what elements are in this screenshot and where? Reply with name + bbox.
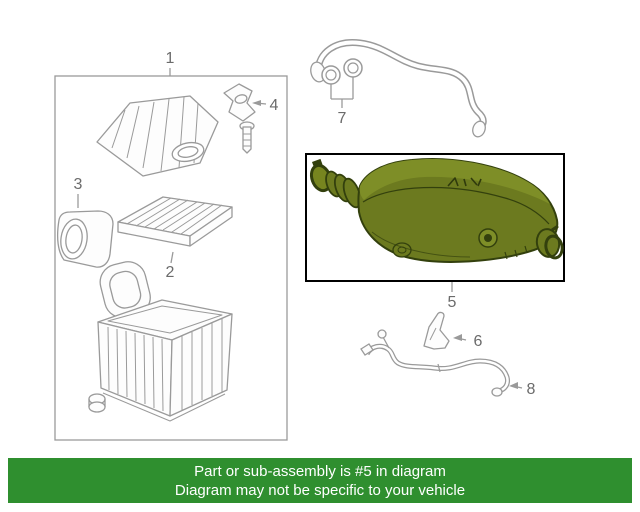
part-2-filter-art xyxy=(117,196,233,247)
assembly-box-outline xyxy=(54,75,288,441)
selection-box[interactable] xyxy=(305,153,565,282)
part-5-resonator-art[interactable] xyxy=(308,157,564,263)
callout-2[interactable]: 2 xyxy=(166,251,175,281)
part-7-hose-art xyxy=(310,39,487,138)
callout-1[interactable]: 1 xyxy=(166,50,175,76)
callout-4[interactable]: 4 xyxy=(252,97,279,114)
callout-2-label[interactable]: 2 xyxy=(166,264,175,281)
callout-7[interactable]: 7 xyxy=(330,77,354,127)
callout-1-label[interactable]: 1 xyxy=(166,50,175,67)
callout-8-label[interactable]: 8 xyxy=(527,381,536,398)
diagram-note-banner: Part or sub-assembly is #5 in diagram Di… xyxy=(8,458,632,503)
part-6-bracket-art xyxy=(423,311,450,350)
callout-5-label[interactable]: 5 xyxy=(448,294,457,311)
callout-5[interactable]: 5 xyxy=(448,282,457,311)
diagram-canvas: 1 4 3 xyxy=(54,39,565,441)
banner-line-2: Diagram may not be specific to your vehi… xyxy=(174,481,466,499)
callout-4-label[interactable]: 4 xyxy=(270,97,279,114)
callout-8[interactable]: 8 xyxy=(509,381,536,398)
banner-line-1: Part or sub-assembly is #5 in diagram xyxy=(194,462,446,480)
callout-3[interactable]: 3 xyxy=(74,176,83,208)
callout-6-label[interactable]: 6 xyxy=(474,333,483,350)
callout-3-label[interactable]: 3 xyxy=(74,176,83,193)
air-cleaner-housing-art xyxy=(88,299,233,422)
air-cleaner-cover-art xyxy=(96,95,219,177)
part-8-tube-art xyxy=(360,329,510,397)
callout-6[interactable]: 6 xyxy=(453,333,483,350)
part-4-art xyxy=(223,83,256,154)
callout-7-label[interactable]: 7 xyxy=(338,110,347,127)
